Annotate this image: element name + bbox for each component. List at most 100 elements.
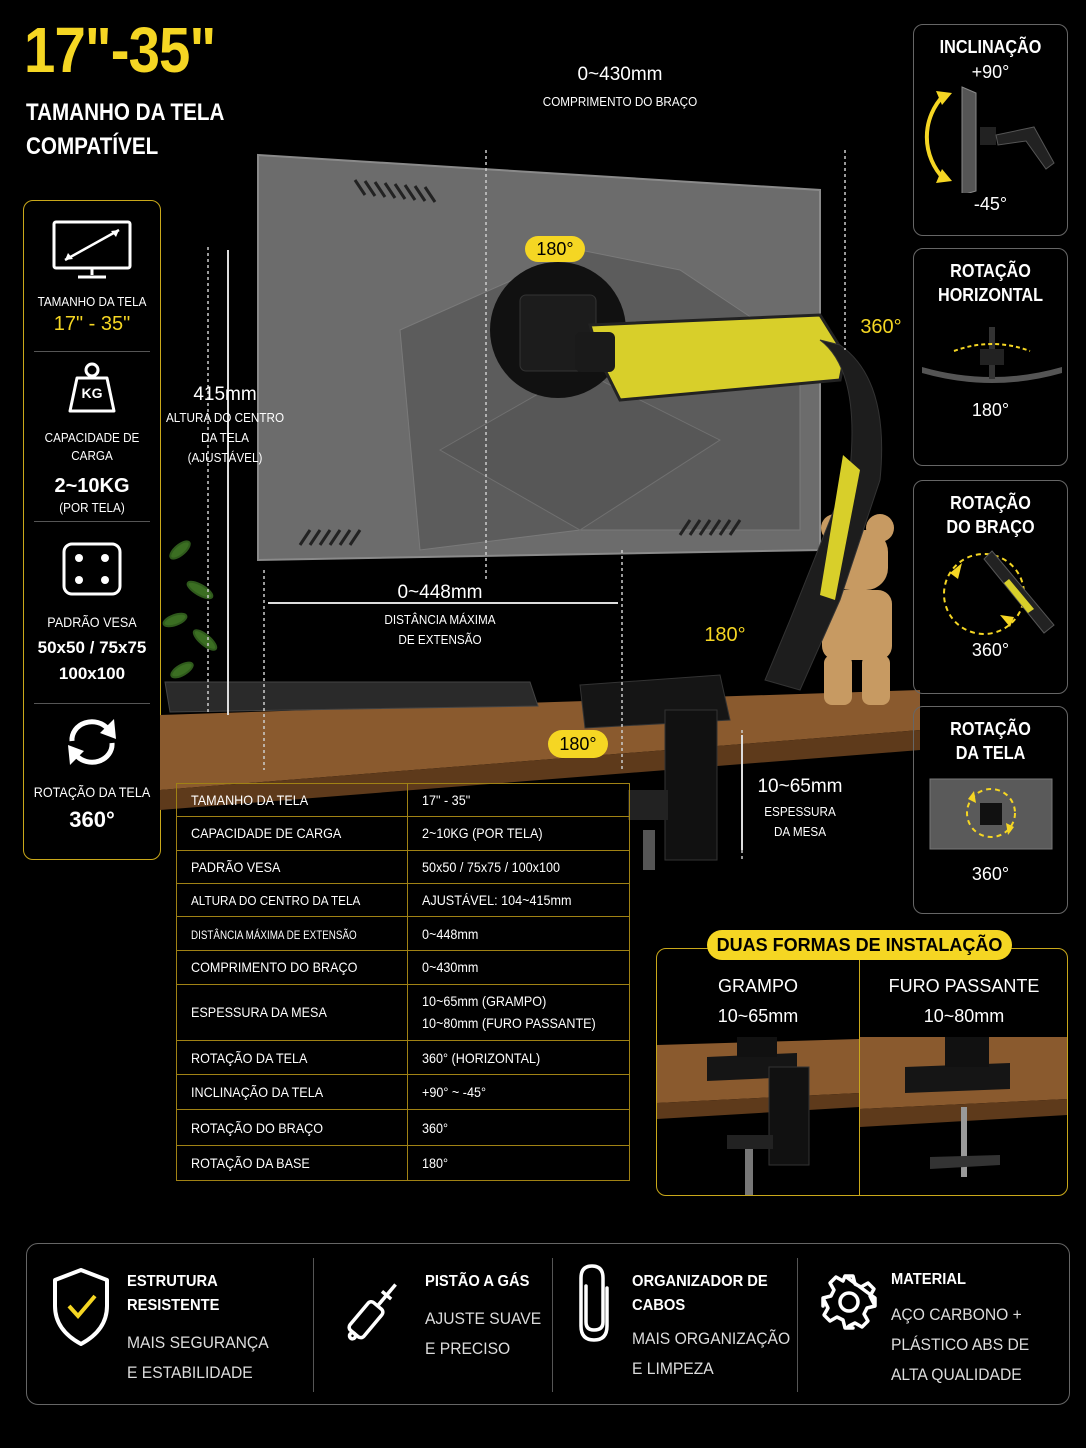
divider [34,351,150,352]
table-row: ROTAÇÃO DA TELA 360° (HORIZONTAL) [175,1039,631,1076]
table-value: +90° ~ -45° [422,1084,487,1101]
vesa-value-1: 50x50 / 75x75 [37,638,147,657]
screen-rotation-title-1: ROTAÇÃO [950,719,1031,739]
table-value: 17" - 35" [422,792,471,809]
table-label: INCLINAÇÃO DA TELA [191,1084,324,1101]
screen-rotation-value: 360° [971,864,1010,884]
rotate-icon [68,719,116,765]
features-box: ESTRUTURA RESISTENTE MAIS SEGURANÇA E ES… [26,1243,1070,1405]
feature-desc-1: MAIS ORGANIZAÇÃO [632,1329,791,1348]
horizontal-rotation-title-2: HORIZONTAL [938,285,1043,305]
page-subtitle: TAMANHO DA TELA COMPATÍVEL [26,96,232,164]
product-scene: 0~430mm COMPRIMENTO DO BRAÇO 415mm ALTUR… [160,64,920,870]
base-rotation-badge: 180° [548,730,608,758]
extension-label-1: DISTÂNCIA MÁXIMA [384,612,496,627]
arm-rotation-illustration [943,550,1055,635]
gas-piston-icon [347,1283,397,1341]
feature-title-2: CABOS [632,1297,686,1314]
table-value: 0~448mm [422,925,479,942]
horizontal-rotation-panel: ROTAÇÃO HORIZONTAL 180° [913,248,1068,466]
rotation-value: 360° [69,807,115,832]
left-spec-panel: TAMANHO DA TELA 17" - 35" KG CAPACIDADE … [23,200,161,860]
table-label: PADRÃO VESA [191,858,281,875]
rotation-label: ROTAÇÃO DA TELA [33,784,151,800]
arm-length-label: COMPRIMENTO DO BRAÇO [542,94,698,109]
height-value: 415mm [193,384,257,405]
extension-value: 0~448mm [397,582,483,603]
feature-desc-1: MAIS SEGURANÇA [127,1333,269,1352]
table-row: INCLINAÇÃO DA TELA +90° ~ -45° [175,1074,631,1111]
load-note: (POR TELA) [59,500,125,515]
extension-label-2: DE EXTENSÃO [398,632,482,647]
wooden-bear-figure [821,514,894,705]
vesa-value-2: 100x100 [58,664,126,683]
table-row: ROTAÇÃO DO BRAÇO 360° [175,1109,631,1146]
feature-title: ORGANIZADOR DE [632,1273,768,1290]
feature-material: MATERIAL AÇO CARBONO + PLÁSTICO ABS DE A… [891,1268,1067,1390]
gear-icon [821,1274,877,1330]
feature-cables: ORGANIZADOR DE CABOS MAIS ORGANIZAÇÃO E … [632,1270,812,1384]
table-value: 50x50 / 75x75 / 100x100 [422,858,561,875]
feature-title: ESTRUTURA RESISTENTE [127,1273,220,1314]
grommet-illustration [860,1037,1067,1177]
table-label: ROTAÇÃO DA TELA [191,1049,308,1066]
feature-desc-1: AÇO CARBONO + [891,1305,1022,1324]
horizontal-rotation-illustration [922,327,1062,383]
screen-rotation-title-2: DA TELA [955,743,1026,763]
screen-size-value: 17" - 35" [53,313,131,335]
divider [34,703,150,704]
dimension-arrows [227,250,743,850]
clamp-value: 10~65mm [717,1006,799,1026]
height-label-3: (AJUSTÁVEL) [187,450,263,465]
divider [797,1258,798,1392]
table-value: 360° (HORIZONTAL) [422,1049,541,1066]
height-label: ALTURA DO CENTRO DA TELA (AJUSTÁVEL) [150,408,300,468]
divider [552,1258,553,1392]
vesa-pattern-icon [62,542,122,596]
spec-table: TAMANHO DA TELA 17" - 35" CAPACIDADE DE … [175,782,631,1182]
screen-rotation-panel: ROTAÇÃO DA TELA 360° [913,706,1068,914]
table-row: COMPRIMENTO DO BRAÇO 0~430mm [175,950,631,985]
extension-label: DISTÂNCIA MÁXIMA DE EXTENSÃO [340,610,540,650]
screen-size-label: TAMANHO DA TELA [37,294,147,309]
shield-check-icon [53,1268,109,1346]
feature-desc-2: E LIMPEZA [632,1359,714,1378]
subtitle-line-1: TAMANHO DA TELA [26,99,225,126]
tilt-bottom-value: -45° [973,194,1008,214]
feature-desc-2: E PRECISO [425,1339,511,1358]
arm-rotation-panel: ROTAÇÃO DO BRAÇO 360° [913,480,1068,694]
table-value-2: 10~80mm (FURO PASSANTE) [422,1015,596,1032]
kg-icon-text: KG [81,385,103,401]
divider [34,521,150,522]
side-rotation-badge: 360° [860,316,902,338]
feature-desc-2: PLÁSTICO ABS DE [891,1335,1030,1354]
feature-title: MATERIAL [891,1271,966,1288]
table-row: ROTAÇÃO DA BASE 180° [175,1144,631,1182]
clamp-title: GRAMPO [717,976,798,996]
desk-thickness-label: ESPESSURA DA MESA [750,802,850,842]
height-label-2: DA TELA [201,430,249,445]
tilt-title: INCLINAÇÃO [939,37,1042,57]
page-title: 17"-35" [24,14,216,86]
feature-desc-2: E ESTABILIDADE [127,1363,253,1382]
head-rotation-badge: 180° [525,236,585,262]
divider [313,1258,314,1392]
spec-screen-size: TAMANHO DA TELA 17" - 35" [24,219,160,337]
table-row: TAMANHO DA TELA 17" - 35" [175,782,631,818]
feature-desc-3: ALTA QUALIDADE [891,1365,1022,1384]
subtitle-line-2: COMPATÍVEL [26,133,159,160]
feature-desc-1: AJUSTE SUAVE [425,1309,542,1328]
grommet-option: FURO PASSANTE 10~80mm [860,971,1067,1031]
screen-rotation-illustration [929,778,1053,850]
elbow-rotation-badge: 180° [704,624,746,646]
desk-label-1: ESPESSURA [764,804,836,819]
desk-label-2: DA MESA [773,824,827,839]
clamp-option: GRAMPO 10~65mm [657,971,859,1031]
table-row: ALTURA DO CENTRO DA TELA AJUSTÁVEL: 104~… [175,882,631,918]
tilt-illustration [924,86,1055,193]
load-label: CAPACIDADE DE CARGA [44,430,140,463]
horizontal-rotation-title-1: ROTAÇÃO [950,261,1031,281]
weight-icon: KG [67,361,117,415]
horizontal-rotation-value: 180° [971,400,1010,420]
table-label: TAMANHO DA TELA [191,792,309,809]
